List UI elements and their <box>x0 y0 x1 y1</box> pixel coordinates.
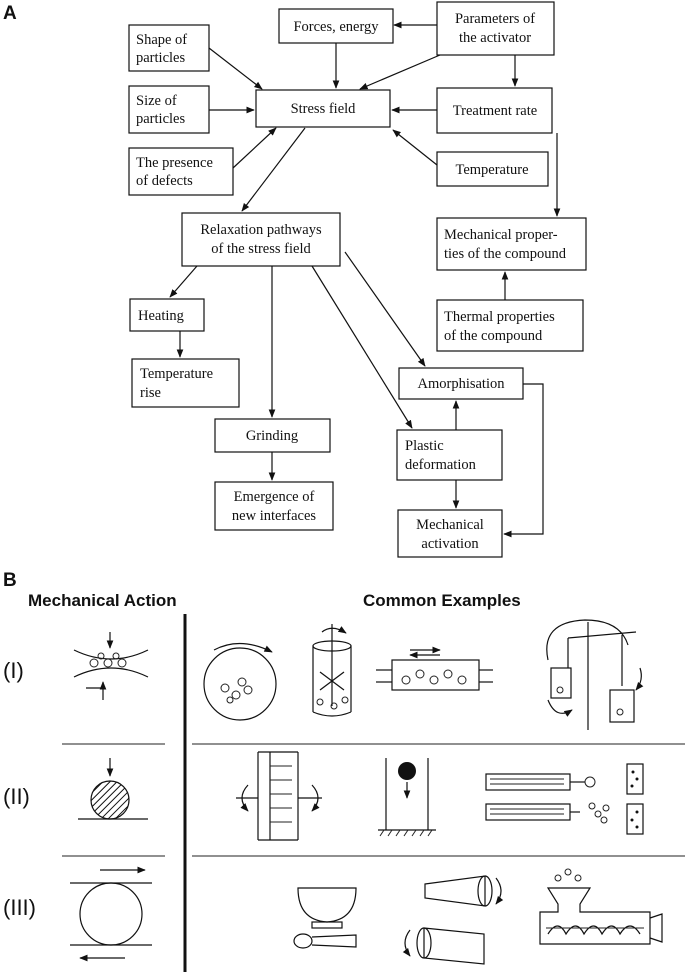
vibration-mill-icon <box>376 646 493 691</box>
drop-weight-icon <box>378 758 436 837</box>
node-stress-field: Stress field <box>255 89 391 128</box>
stirred-mill-icon <box>312 624 352 717</box>
node-plastic-line1: Plastic <box>405 438 444 454</box>
node-params-line1: Parameters of <box>455 11 535 27</box>
panel-a-label: A <box>3 3 17 24</box>
mortar-pestle-icon <box>293 887 357 949</box>
node-grinding-line1: Grinding <box>246 428 298 444</box>
node-temprise-line1: Temperature <box>140 366 213 382</box>
node-activation-line2: activation <box>421 536 479 552</box>
node-activation-line1: Mechanical <box>416 517 484 533</box>
planetary-mill-icon <box>546 619 644 730</box>
node-amorphisation: Amorphisation <box>398 367 524 400</box>
node-temperature: Temperature <box>436 151 549 187</box>
node-interfaces-line1: Emergence of <box>234 489 315 505</box>
node-size-line2: particles <box>136 111 185 127</box>
node-treatment-line1: Treatment rate <box>453 103 537 119</box>
node-stress-line1: Stress field <box>291 101 357 117</box>
node-shape-of-particles: Shape of particles <box>128 24 210 72</box>
node-interfaces-line2: new interfaces <box>232 508 316 524</box>
node-heating-line1: Heating <box>138 308 184 324</box>
node-mechprops-line2: ties of the compound <box>444 246 567 262</box>
node-defects-line1: The presence <box>136 155 213 171</box>
node-size-of-particles: Size of particles <box>128 85 210 134</box>
node-parameters-activator: Parameters of the activator <box>436 1 555 56</box>
diagram-arrows <box>169 21 561 538</box>
node-shape-line1: Shape of <box>136 32 187 48</box>
panel-b-label: B <box>3 570 17 591</box>
node-thermalprops-line1: Thermal properties <box>444 309 555 325</box>
node-thermalprops-line2: of the compound <box>444 328 543 344</box>
disc-mill-icon <box>236 751 322 841</box>
node-relaxation-line1: Relaxation pathways <box>200 222 322 238</box>
flow-diagram: Forces, energy Parameters of the activat… <box>128 1 587 558</box>
node-params-line2: the activator <box>459 30 531 46</box>
node-shape-line2: particles <box>136 50 185 66</box>
header-common-examples: Common Examples <box>363 591 521 610</box>
node-presence-of-defects: The presence of defects <box>128 147 234 196</box>
node-plastic-deformation: Plastic deformation <box>396 429 503 481</box>
row-label-iii: (III) <box>3 895 36 920</box>
extruder-icon <box>539 868 663 945</box>
node-defects-line2: of defects <box>136 173 193 189</box>
svg-text:Forces, energy: Forces, energy <box>293 19 379 35</box>
node-grinding: Grinding <box>214 418 331 453</box>
node-mechprops-line1: Mechanical proper- <box>444 227 558 243</box>
node-relaxation-pathways: Relaxation pathways of the stress field <box>181 212 341 267</box>
rotating-drum-icon <box>203 642 277 721</box>
row-label-ii: (II) <box>3 784 30 809</box>
node-mechanical-properties: Mechanical proper- ties of the compound <box>436 217 587 271</box>
roller-mill-icon <box>402 875 504 965</box>
node-forces-energy: Forces, energy <box>278 8 394 44</box>
row-label-i: (I) <box>3 658 24 683</box>
node-thermal-properties: Thermal properties of the compound <box>436 299 584 352</box>
node-mechanical-activation: Mechanical activation <box>397 509 503 558</box>
action-compression-icon <box>73 632 149 700</box>
node-emergence-interfaces: Emergence of new interfaces <box>214 481 334 531</box>
node-temperature-line1: Temperature <box>455 162 528 178</box>
node-amorph-line1: Amorphisation <box>418 376 506 392</box>
action-shear-icon <box>70 866 152 962</box>
node-relaxation-line2: of the stress field <box>211 241 311 257</box>
node-treatment-rate: Treatment rate <box>436 87 553 134</box>
node-temprise-line2: rise <box>140 385 161 401</box>
header-mechanical-action: Mechanical Action <box>28 591 177 610</box>
node-forces-line1: Forces, energy <box>293 19 379 35</box>
node-temperature-rise: Temperature rise <box>131 358 240 408</box>
node-plastic-line2: deformation <box>405 457 477 473</box>
node-heating: Heating <box>129 298 205 332</box>
node-size-line1: Size of <box>136 93 177 109</box>
action-impact-icon <box>78 758 148 820</box>
jet-mill-icon <box>485 763 644 835</box>
